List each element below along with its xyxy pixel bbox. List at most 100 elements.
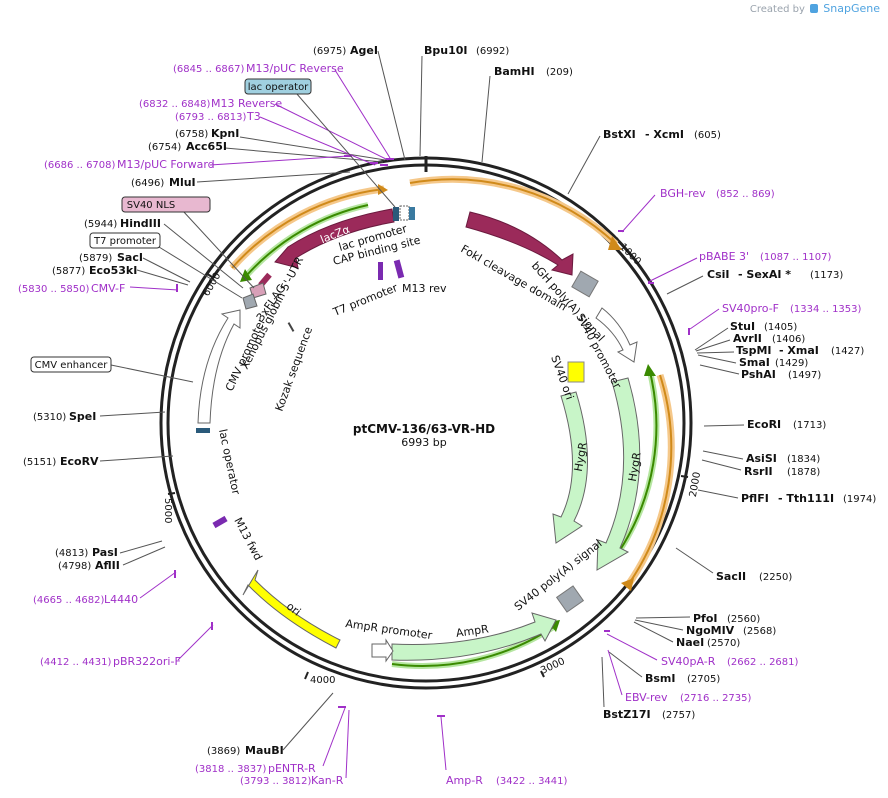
primer-range-kan-r: (3793 .. 3812) — [240, 776, 312, 787]
site-extra-pflfi: - Tth111I — [778, 492, 834, 505]
site-name-rsrii: RsrII — [744, 465, 773, 478]
site-pos-kpni: (6758) — [175, 129, 208, 140]
site-pos-naei: (2570) — [707, 638, 740, 649]
primer-range-pbabe3: (1087 .. 1107) — [760, 252, 832, 263]
site-pos-eco53ki: (5877) — [52, 266, 85, 277]
primer-name-sv40pa-r: SV40pA-R — [661, 655, 716, 668]
site-pos-maubi: (3869) — [207, 746, 240, 757]
primer-range-pbr322: (4412 .. 4431) — [40, 657, 112, 668]
primer-range-amp-r: (3422 .. 3441) — [496, 776, 568, 787]
site-pos-bstxi: (605) — [694, 130, 721, 141]
site-pos-csii: (1173) — [810, 270, 843, 281]
site-pos-hindiii: (5944) — [84, 219, 117, 230]
callout-lac-operator: lac operator — [248, 82, 309, 93]
site-pos-pasi: (4813) — [55, 548, 88, 559]
label-sv40-polya: SV40 poly(A) signal — [512, 537, 605, 613]
site-name-csii: CsiI — [707, 268, 729, 281]
site-name-pflfi: PflFI — [741, 492, 769, 505]
callout-cmv-enhancer: CMV enhancer — [35, 360, 109, 371]
primer-range-cmv-f: (5830 .. 5850) — [18, 284, 90, 295]
primer-name-cmv-f: CMV-F — [91, 282, 125, 295]
site-name-bamhi: BamHI — [494, 65, 535, 78]
plasmid-length: 6993 bp — [401, 436, 446, 449]
snapgene-logo-icon — [810, 4, 819, 13]
tick-2000: 2000 — [688, 471, 703, 498]
callout-t7-promoter: T7 promoter — [93, 236, 157, 247]
site-pos-asisi: (1834) — [787, 454, 820, 465]
site-pos-saci: (5879) — [79, 253, 112, 264]
site-pos-pfoi: (2560) — [727, 614, 760, 625]
site-name-hindiii: HindIII — [120, 217, 161, 230]
site-pos-pshai: (1497) — [788, 370, 821, 381]
site-pos-ecorv: (5151) — [23, 457, 56, 468]
feature-sv40-ori — [567, 361, 585, 383]
site-name-asisi: AsiSI — [746, 452, 777, 465]
primer-name-t3: T3 — [246, 110, 261, 123]
site-name-bstxi: BstXI — [603, 128, 636, 141]
site-name-ecorv: EcoRV — [60, 455, 99, 468]
tick-4000: 4000 — [310, 675, 335, 686]
site-pos-bamhi: (209) — [546, 67, 573, 78]
site-pos-acc65i: (6754) — [148, 142, 181, 153]
primer-range-t3: (6793 .. 6813) — [175, 112, 247, 123]
feature-foki — [465, 211, 574, 276]
site-pos-bsmi: (2705) — [687, 674, 720, 685]
site-name-bsmi: BsmI — [645, 672, 676, 685]
primer-name-sv40pro-f: SV40pro-F — [722, 302, 779, 315]
site-name-aflii: AflII — [95, 559, 120, 572]
callout-sv40-nls: SV40 NLS — [127, 200, 176, 211]
site-pos-smai: (1429) — [775, 358, 808, 369]
site-extra-tspmi: - XmaI — [779, 344, 819, 357]
site-name-bpu10i: Bpu10I — [424, 44, 468, 57]
site-name-pasi: PasI — [92, 546, 118, 559]
label-t7-promoter: T7 promoter — [330, 281, 400, 319]
site-name-ngomiv: NgoMIV — [686, 624, 735, 637]
site-name-spei: SpeI — [69, 410, 96, 423]
primer-name-m13-rev: M13 Reverse — [211, 97, 282, 110]
site-extra-csii: - SexAI * — [738, 268, 791, 281]
primer-name-pbr322: pBR322ori-F — [113, 655, 181, 668]
feature-m13-rev-mark — [393, 259, 405, 279]
site-name-sacii: SacII — [716, 570, 746, 583]
site-name-smai: SmaI — [739, 356, 770, 369]
primer-name-kan-r: Kan-R — [311, 774, 344, 787]
site-pos-bstz17i: (2757) — [662, 710, 695, 721]
brand-name: SnapGene — [823, 2, 880, 15]
feature-kozak-marker — [287, 322, 295, 332]
primer-range-m13puc-rev: (6845 .. 6867) — [173, 64, 245, 75]
site-name-mlui: MluI — [169, 176, 196, 189]
feature-lac-operator-block — [393, 207, 399, 221]
primer-name-amp-r: Amp-R — [446, 774, 483, 787]
feature-bgh-polya — [571, 270, 599, 298]
feature-ampr-promoter — [371, 638, 394, 663]
plasmid-name: ptCMV-136/63-VR-HD — [353, 422, 495, 436]
feature-hygr-inner-label: HygR — [572, 441, 590, 473]
feature-ori — [242, 569, 341, 649]
snapgene-brand: Created by SnapGene — [750, 2, 880, 15]
site-pos-ecori: (1713) — [793, 420, 826, 431]
primer-range-bgh-rev: (852 .. 869) — [716, 189, 775, 200]
primer-range-pentr-r: (3818 .. 3837) — [195, 764, 267, 775]
site-name-ecori: EcoRI — [747, 418, 781, 431]
site-name-pshai: PshAI — [741, 368, 776, 381]
site-pos-tspmi: (1427) — [831, 346, 864, 357]
site-pos-rsrii: (1878) — [787, 467, 820, 478]
tick-5000: 5000 — [162, 498, 173, 523]
scale-ticks: 1000 2000 3000 4000 5000 6000 — [162, 237, 703, 686]
site-name-kpni: KpnI — [211, 127, 239, 140]
feature-ampr — [391, 612, 557, 661]
feature-ampr-label: AmpR — [455, 622, 490, 639]
feature-sv40-promoter — [595, 307, 638, 363]
feature-lac-operator-left — [196, 428, 210, 433]
primer-range-m13-rev: (6832 .. 6848) — [139, 99, 211, 110]
feature-cmv-promoter — [197, 309, 241, 424]
feature-t7-mark — [378, 262, 383, 280]
site-pos-stui: (1405) — [764, 322, 797, 333]
primer-name-m13puc-rev: M13/pUC Reverse — [246, 62, 344, 75]
feature-xenopus-marker — [242, 293, 258, 310]
primer-name-pbabe3: pBABE 3' — [699, 250, 749, 263]
site-name-avrii: AvrII — [733, 332, 762, 345]
primer-name-pentr-r: pENTR-R — [268, 762, 316, 775]
created-by-text: Created by — [749, 4, 805, 15]
label-m13-fwd: M13 fwd — [231, 515, 264, 562]
